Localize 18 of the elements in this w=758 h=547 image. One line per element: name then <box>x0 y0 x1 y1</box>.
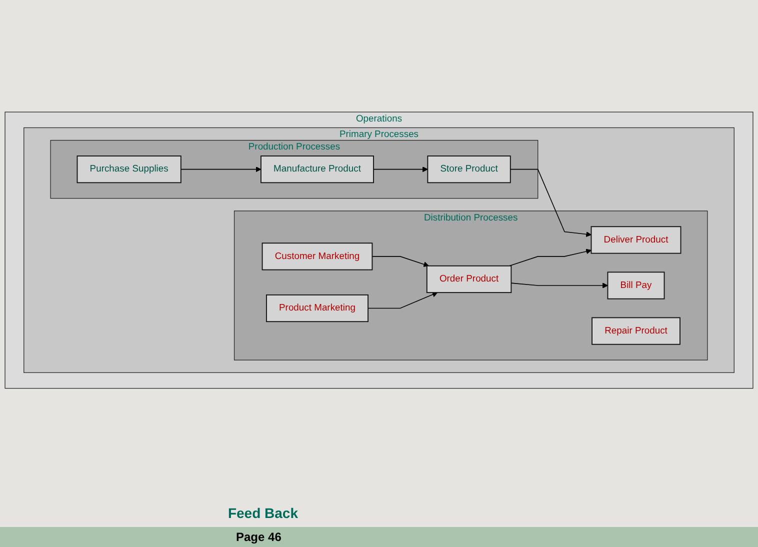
node-box: Store Product <box>427 155 511 183</box>
node-box: Purchase Supplies <box>76 155 182 183</box>
node-box: Order Product <box>426 265 512 293</box>
arrow <box>373 166 428 172</box>
node-box: Customer Marketing <box>262 242 373 270</box>
node-box: Repair Product <box>592 317 680 345</box>
node-box: Bill Pay <box>607 272 665 300</box>
node-box: Product Marketing <box>266 294 368 322</box>
node-box: Manufacture Product <box>260 155 374 183</box>
arrow <box>510 282 608 288</box>
arrow <box>180 166 262 172</box>
page-number: Page 46 <box>236 530 282 544</box>
arrow <box>510 168 592 237</box>
node-box: Deliver Product <box>590 226 682 254</box>
arrow <box>368 292 438 308</box>
arrow <box>372 256 429 267</box>
arrow <box>508 248 592 266</box>
footer-note: Feed Back <box>226 505 300 521</box>
